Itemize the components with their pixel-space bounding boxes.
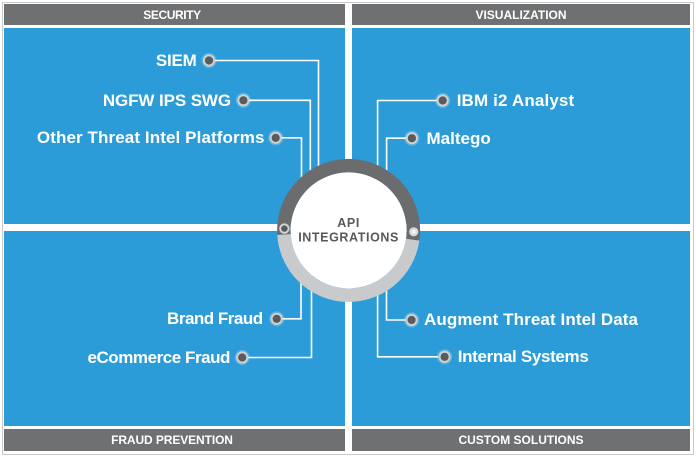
svg-text:INTEGRATIONS: INTEGRATIONS [298, 231, 399, 245]
svg-text:API: API [337, 216, 360, 230]
